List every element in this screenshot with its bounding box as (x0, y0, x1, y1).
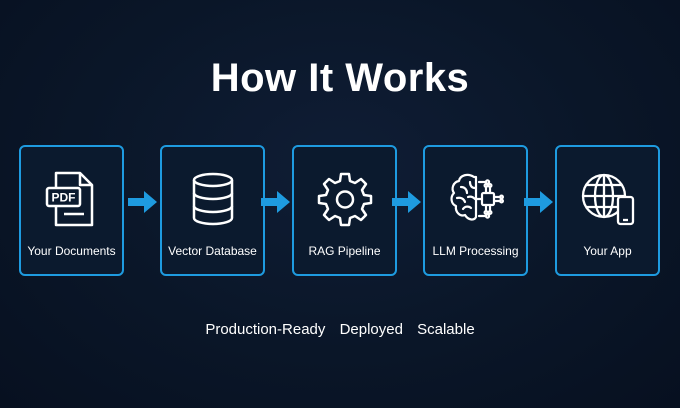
gear-icon (317, 172, 372, 227)
footer-tagline: Production-Ready Deployed Scalable (0, 321, 680, 338)
brain-chip-icon (449, 173, 504, 221)
arrow-right-icon (128, 191, 157, 213)
footer-item: Production-Ready (205, 321, 326, 338)
step-label: LLM Processing (432, 244, 519, 258)
arrow-right-icon (261, 191, 290, 213)
step-your-app: Your App (555, 145, 660, 276)
pdf-document-icon: PDF (45, 171, 93, 227)
footer-item: Scalable (417, 321, 475, 338)
step-rag-pipeline: RAG Pipeline (292, 145, 397, 276)
footer-item: Deployed (339, 321, 403, 338)
arrow-right-icon (392, 191, 421, 213)
step-label: Your Documents (27, 244, 116, 258)
pdf-icon-text: PDF (51, 191, 75, 205)
step-llm-processing: LLM Processing (423, 145, 528, 276)
arrow-right-icon (524, 191, 553, 213)
step-label: RAG Pipeline (308, 244, 381, 258)
globe-phone-icon (581, 173, 634, 226)
database-icon (192, 172, 233, 226)
step-label: Vector Database (168, 244, 257, 258)
step-your-documents: PDF Your Documents (19, 145, 124, 276)
step-vector-database: Vector Database (160, 145, 265, 276)
step-label: Your App (583, 244, 632, 258)
page-title: How It Works (210, 56, 470, 100)
